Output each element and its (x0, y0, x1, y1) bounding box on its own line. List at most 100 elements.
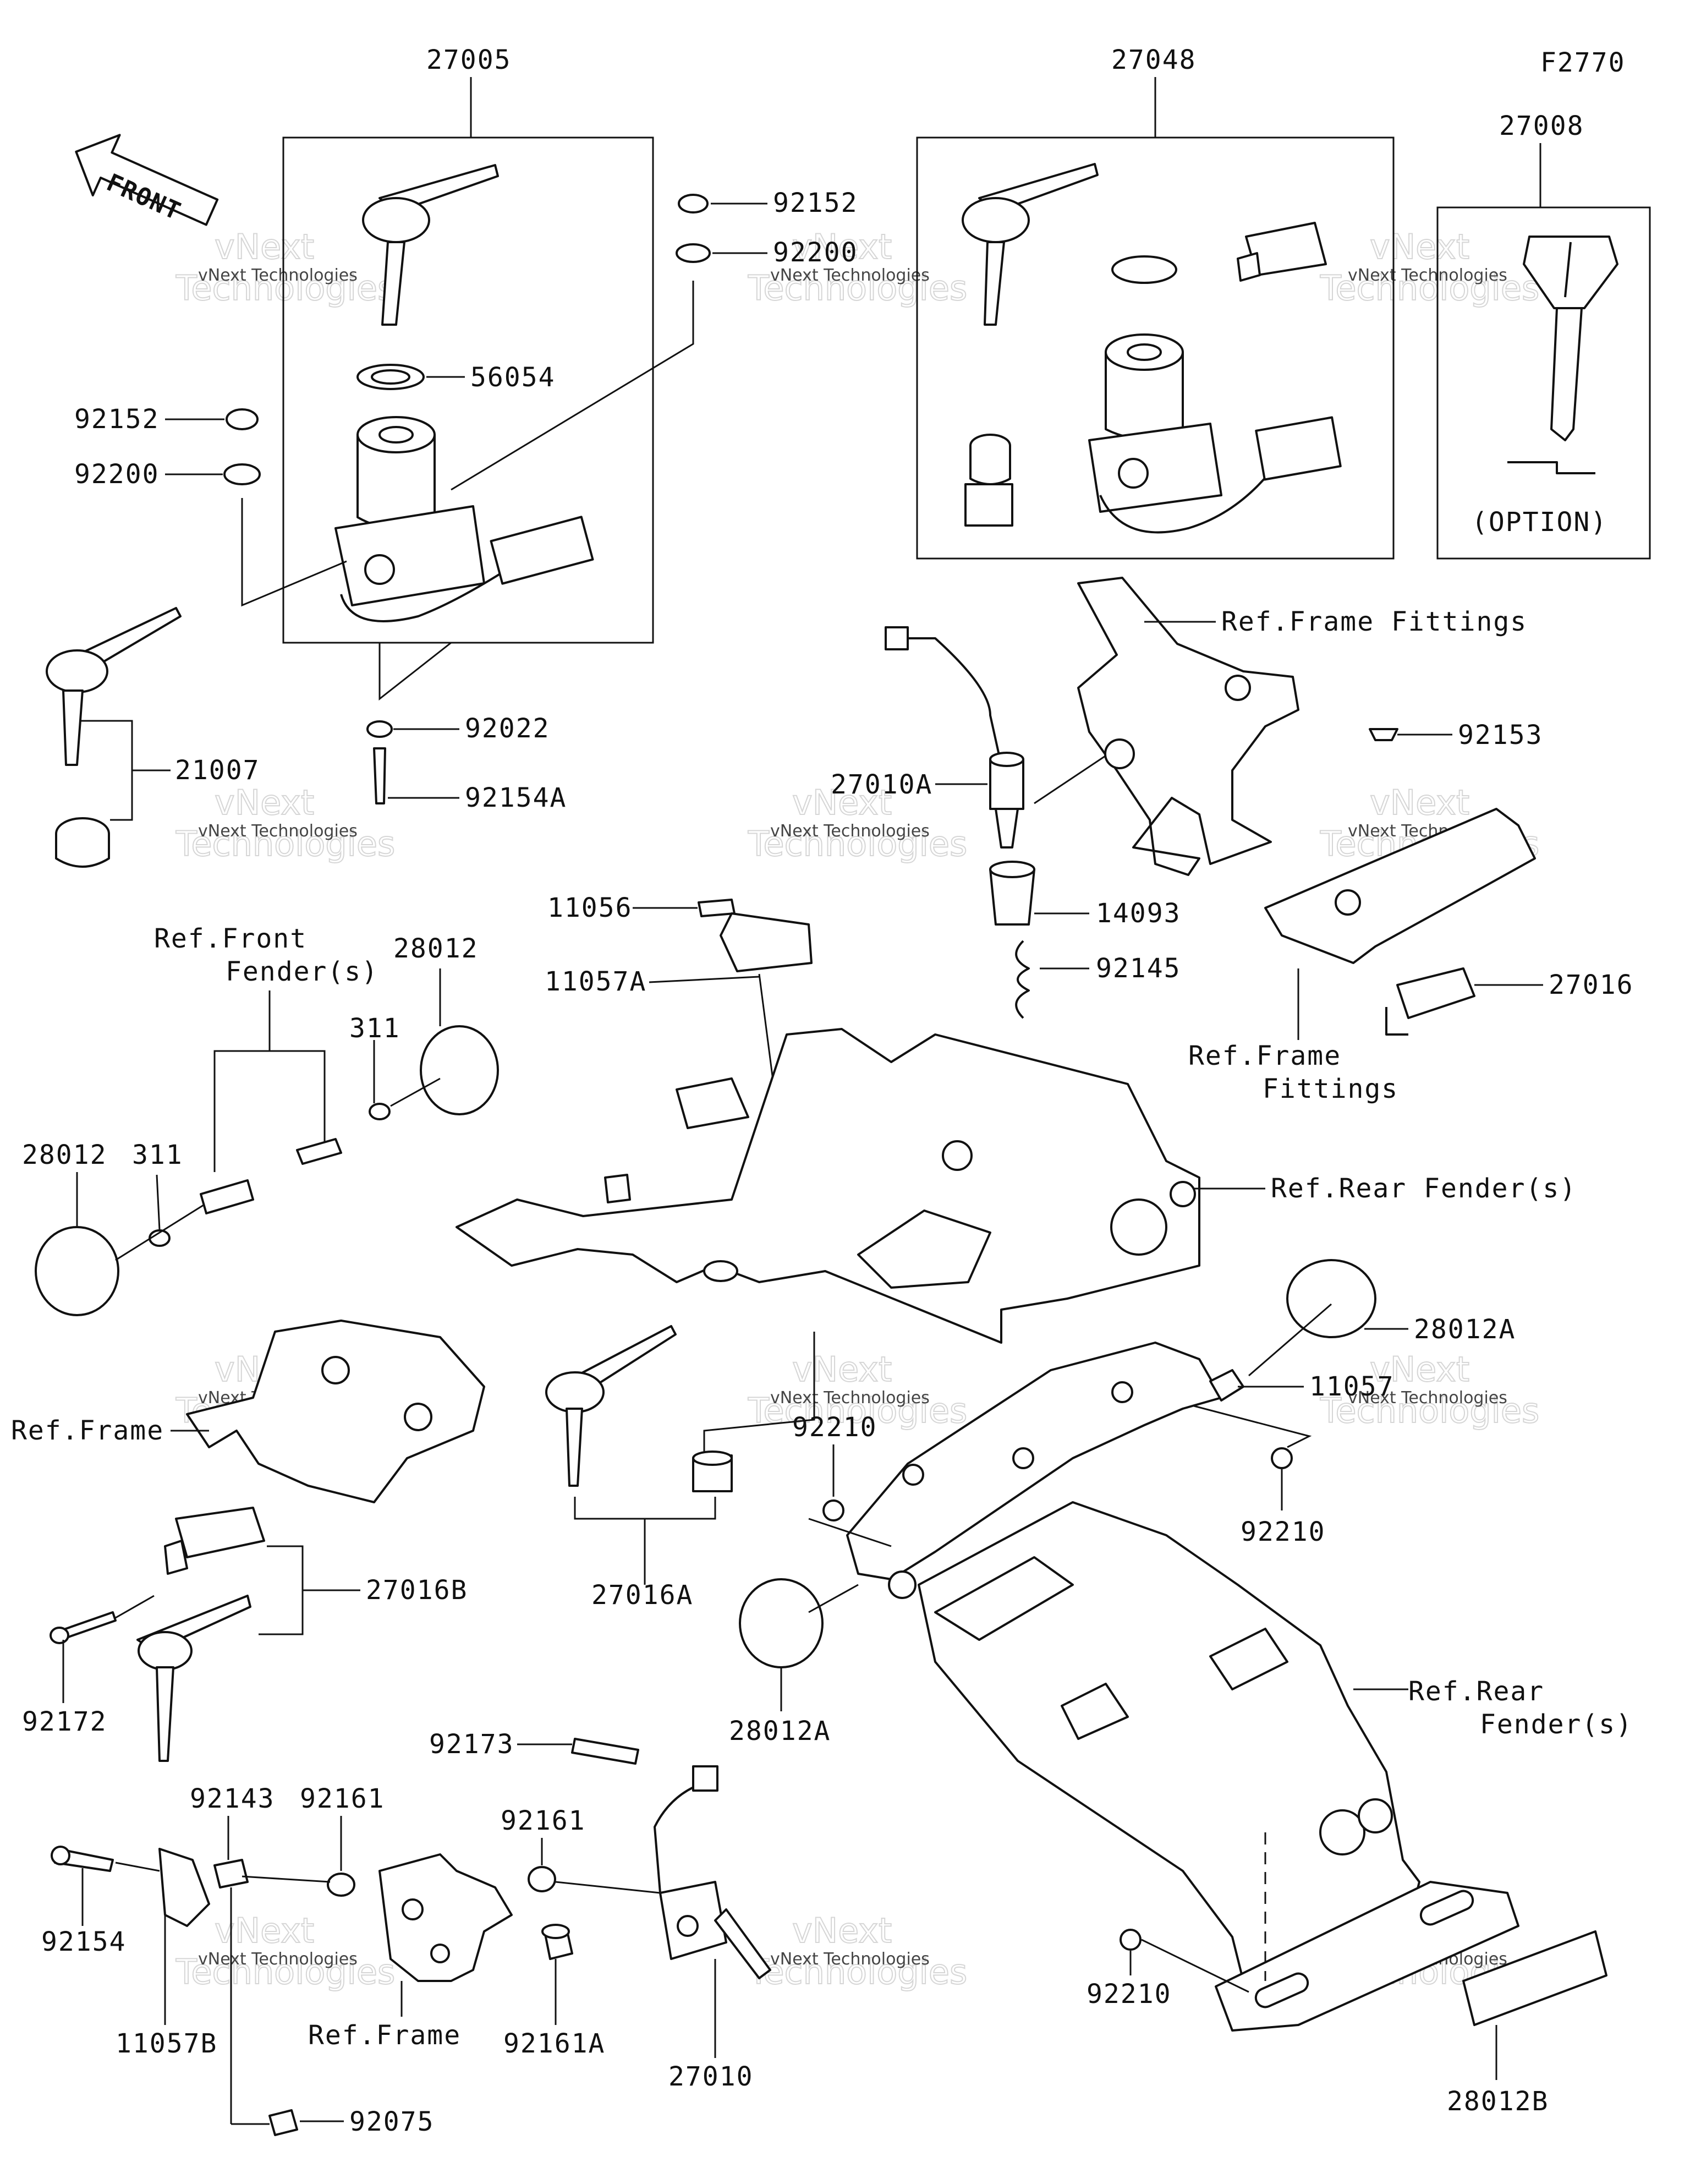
grommet-92161-icon (327, 1873, 355, 1897)
leader-line (574, 1497, 716, 1520)
leader-line (649, 976, 760, 983)
callout-27048: 27048 (1111, 45, 1197, 75)
leader-line (156, 1174, 161, 1230)
kit-box (282, 136, 654, 644)
cap-28012-icon (35, 1226, 119, 1316)
leader-line (1034, 747, 1117, 804)
collar-92143-icon (213, 1859, 249, 1889)
watermark-brand: Technologies (748, 1952, 967, 1992)
callout-92022: 92022 (465, 713, 550, 744)
washer-56054-icon (356, 364, 425, 390)
watermark-company: vNext Technologies (198, 1950, 358, 1969)
callout-27010: 27010 (668, 2061, 754, 2092)
frame-fitting-icon (1077, 577, 1299, 876)
watermark-brand: vNext (1370, 1349, 1469, 1389)
ref-rear-fender-bottom-2: Fender(s) (1480, 1709, 1633, 1740)
watermark-brand: Technologies (748, 1391, 967, 1431)
callout-92200-top: 92200 (773, 237, 858, 268)
ref-frame-fittings-top: Ref.Frame Fittings (1221, 606, 1527, 637)
figure-id: F2770 (1540, 47, 1626, 78)
nut-92210-icon (1271, 1447, 1293, 1469)
key-set-21007-icon (46, 607, 182, 868)
leader-line (259, 1545, 304, 1635)
ignition-switch-icon (334, 416, 594, 622)
callout-92200-left: 92200 (74, 459, 160, 490)
ignition-key-icon (362, 164, 499, 326)
watermark-brand: vNext (792, 227, 892, 267)
callout-27016B: 27016B (366, 1575, 468, 1606)
callout-92173: 92173 (429, 1729, 514, 1760)
lock-cylinder-icon (964, 483, 1013, 527)
group-27008: 27008 (OPTION) (1436, 111, 1651, 560)
watermark-company: vNext Technologies (770, 1950, 930, 1969)
watermark-brand: Technologies (1320, 268, 1539, 308)
frame-section-icon (186, 1320, 485, 1503)
watermark-brand: Technologies (175, 1952, 395, 1992)
lock-27016B-icon (136, 1507, 265, 1762)
watermark-brand: vNext (215, 1911, 314, 1951)
washer-92022-icon (366, 720, 393, 738)
leader-line (451, 281, 694, 491)
washer-92152-icon (678, 194, 709, 214)
cap-28012A-icon (1286, 1259, 1376, 1338)
callout-92210-right: 92210 (1241, 1517, 1326, 1547)
watermark-company: vNext Technologies (1348, 266, 1507, 285)
ignition-key-icon (962, 163, 1099, 326)
callout-92143: 92143 (190, 1783, 275, 1814)
watermark-brand: vNext (215, 782, 314, 823)
bracket-11057A-icon (720, 912, 813, 972)
watermark-brand: Technologies (175, 824, 395, 864)
cap-28012-icon (420, 1025, 499, 1115)
callout-311-left: 311 (132, 1140, 183, 1170)
callout-27016A: 27016A (591, 1580, 693, 1611)
callout-11057B: 11057B (116, 2028, 217, 2059)
callout-92161A: 92161A (503, 2028, 605, 2059)
ref-frame-fittings-right-2: Fittings (1263, 1074, 1398, 1104)
watermark-brand: Technologies (748, 268, 967, 308)
callout-11056: 11056 (547, 893, 633, 923)
callout-92210-mid: 92210 (792, 1412, 877, 1443)
callout-92210-bottom: 92210 (1087, 1979, 1172, 2010)
watermark-company: vNext Technologies (770, 266, 930, 285)
stud-icon (296, 1138, 342, 1165)
switch-27010-icon (654, 1765, 771, 1979)
callout-92154A: 92154A (465, 782, 567, 813)
watermark-company: vNext Technologies (198, 266, 358, 285)
callout-92172: 92172 (22, 1706, 107, 1737)
grommet-92161-icon (528, 1866, 556, 1892)
leader-line (808, 1518, 892, 1547)
washer-92152-icon (226, 408, 259, 430)
group-27048: 27048 (916, 45, 1395, 560)
callout-56054: 56054 (470, 362, 556, 393)
callout-311-top: 311 (349, 1013, 400, 1044)
option-note: (OPTION) (1472, 507, 1607, 538)
watermark-brand: Technologies (748, 824, 967, 864)
ref-rear-fender-bottom-1: Ref.Rear (1408, 1676, 1544, 1707)
leader-line (241, 498, 347, 607)
bracket-27016-icon (1264, 808, 1536, 1036)
stay-92173-icon (571, 1738, 639, 1765)
rear-fender-icon (456, 1028, 1200, 1344)
frame-bracket-icon (378, 1853, 513, 1982)
callout-92154: 92154 (41, 1926, 127, 1957)
callout-92161-left: 92161 (300, 1783, 385, 1814)
callout-14093: 14093 (1096, 898, 1181, 929)
ref-front-fender-1: Ref.Front (154, 923, 307, 954)
switch-27010A-icon (885, 626, 1024, 849)
lock-27016A-icon (545, 1325, 733, 1492)
callout-92075: 92075 (349, 2106, 435, 2137)
callout-27005: 27005 (426, 45, 512, 75)
callout-92161-right: 92161 (501, 1805, 586, 1836)
watermark-brand: vNext (792, 1911, 892, 1951)
callout-28012-top: 28012 (393, 933, 479, 964)
callout-28012A-right: 28012A (1414, 1314, 1516, 1345)
ref-frame-fittings-right-1: Ref.Frame (1188, 1041, 1341, 1071)
watermark-company: vNext Technologies (770, 822, 930, 841)
callout-27008: 27008 (1499, 111, 1584, 141)
front-arrow-icon (75, 134, 219, 226)
license-plate-bracket-icon (846, 1342, 1222, 1599)
callout-11057: 11057 (1309, 1371, 1395, 1402)
watermark-company: vNext Technologies (770, 1388, 930, 1408)
callout-92145: 92145 (1096, 953, 1181, 984)
